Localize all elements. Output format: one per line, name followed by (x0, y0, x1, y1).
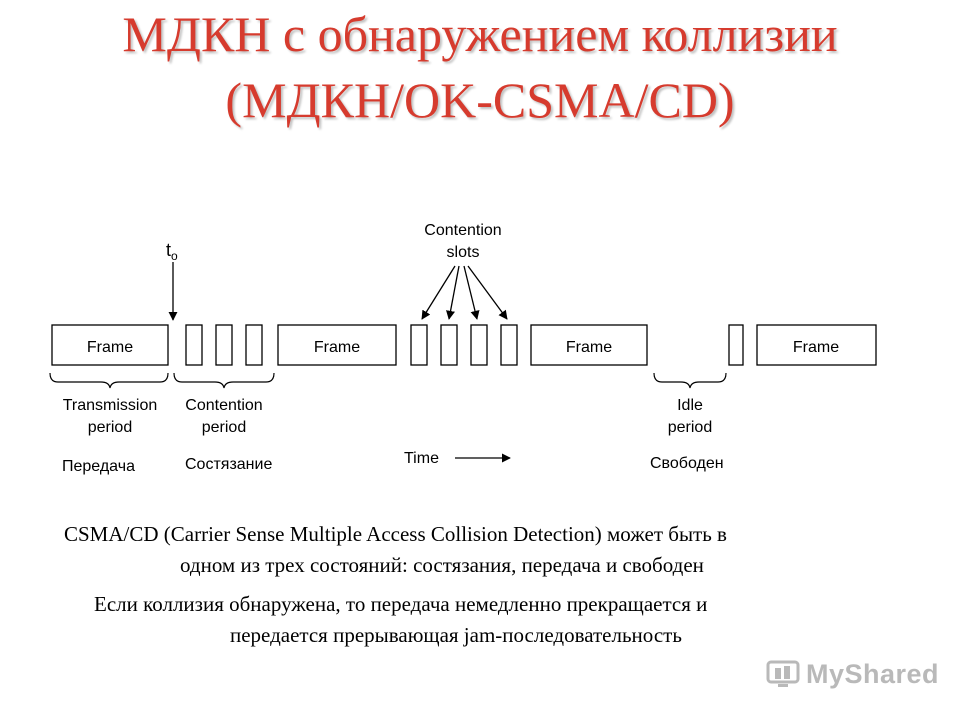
contention-slot (500, 324, 518, 366)
brace-contention (173, 372, 275, 389)
contention-slot (440, 324, 458, 366)
slide-title-line2: (МДКН/OK-CSMA/CD) (225, 72, 735, 128)
contention-slots-group-2 (410, 324, 518, 366)
contention-slot (410, 324, 428, 366)
body-paragraph2-line2: передается прерывающая jam-последователь… (230, 623, 682, 647)
frame-box-4: Frame (756, 324, 877, 366)
contention-period-label-line1: Contention (185, 397, 262, 414)
frame-box-1: Frame (51, 324, 169, 366)
myshared-logo-icon (766, 660, 800, 687)
transmission-period-label-line2: period (88, 419, 132, 436)
frame-box-3: Frame (530, 324, 648, 366)
idle-period-label-line2: period (668, 419, 712, 436)
contention-period-label-line2: period (202, 419, 246, 436)
russian-label-contention: Состязание (185, 456, 272, 473)
frame-label: Frame (793, 339, 839, 356)
myshared-watermark: MyShared (766, 656, 939, 692)
body-paragraph1-line1: CSMA/CD (Carrier Sense Multiple Access C… (64, 522, 727, 546)
frame-label: Frame (314, 339, 360, 356)
contention-slots-group-1 (185, 324, 263, 366)
contention-slot (245, 324, 263, 366)
contention-slot-arrows (421, 265, 508, 320)
body-paragraph1-line2: одном из трех состояний: состязания, пер… (180, 553, 704, 577)
transmission-period-label-line1: Transmission (63, 397, 158, 414)
frame-label: Frame (566, 339, 612, 356)
slide-title-line1: МДКН с обнаружением коллизии (122, 6, 838, 62)
contention-slots-label-line2: slots (447, 244, 480, 261)
time-label: Time (404, 450, 439, 467)
body-paragraph2-line1: Если коллизия обнаружена, то передача не… (94, 592, 708, 616)
contention-slot (215, 324, 233, 366)
idle-period-label-line1: Idle (677, 397, 703, 414)
watermark-text: MyShared (806, 658, 940, 689)
contention-slots-label-line1: Contention (424, 222, 501, 239)
contention-slot (470, 324, 488, 366)
contention-slot-after-idle (728, 324, 744, 366)
t0-label: to (166, 240, 178, 263)
russian-label-idle: Свободен (650, 455, 724, 472)
contention-slot (185, 324, 203, 366)
frame-label: Frame (87, 339, 133, 356)
russian-label-transmission: Передача (62, 458, 135, 475)
brace-transmission (49, 372, 169, 389)
brace-idle (653, 372, 727, 389)
frame-box-2: Frame (277, 324, 397, 366)
